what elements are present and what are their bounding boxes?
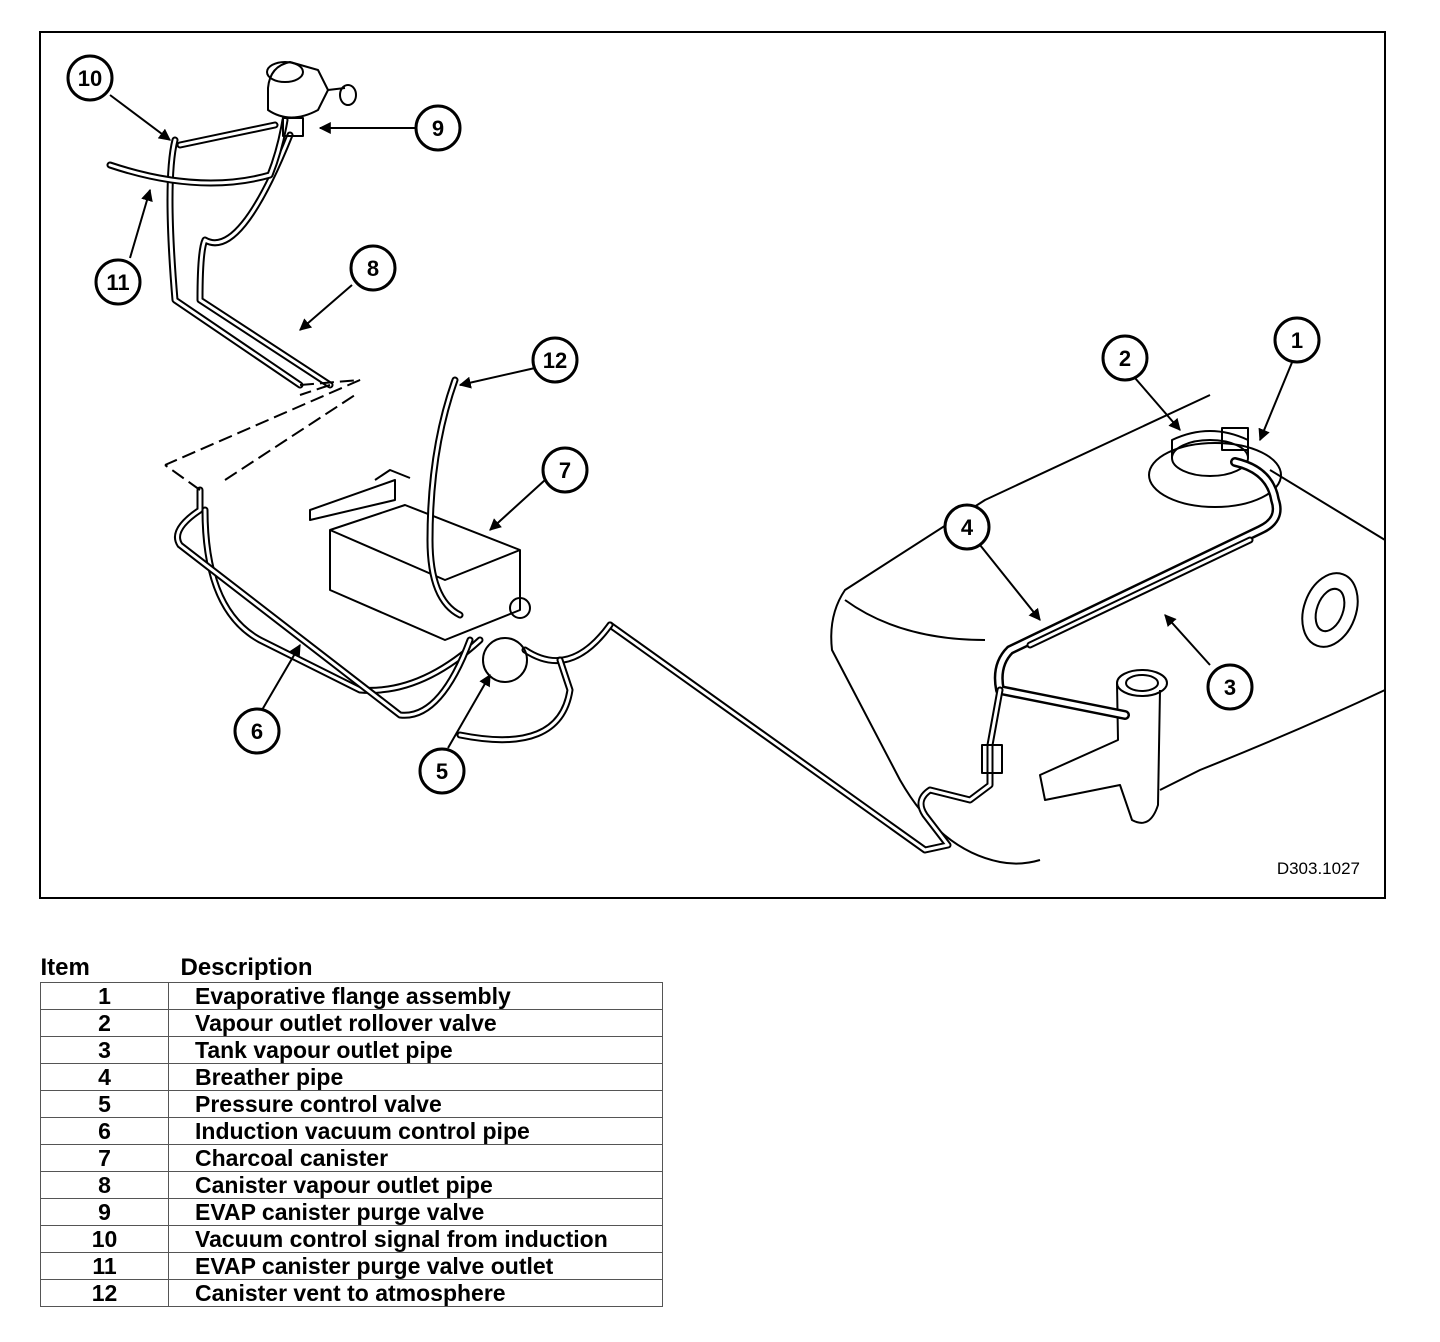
svg-text:1: 1 xyxy=(1291,328,1303,353)
row-item-number: 10 xyxy=(40,1225,169,1253)
row-description: Tank vapour outlet pipe xyxy=(168,1036,663,1064)
figure-code: D303.1027 xyxy=(1277,859,1360,878)
svg-text:2: 2 xyxy=(1119,346,1131,371)
callout-8: 8 xyxy=(349,244,397,292)
row-item-number: 12 xyxy=(40,1279,169,1307)
column-header-item: Item xyxy=(40,954,90,981)
callout-6: 6 xyxy=(233,707,281,755)
callout-11: 11 xyxy=(94,258,142,306)
column-header-description: Description xyxy=(180,954,313,981)
row-item-number: 1 xyxy=(40,982,169,1010)
row-description: Evaporative flange assembly xyxy=(168,982,663,1010)
svg-text:12: 12 xyxy=(543,348,567,373)
row-description: Induction vacuum control pipe xyxy=(168,1117,663,1145)
row-item-number: 8 xyxy=(40,1171,169,1199)
row-description: Vapour outlet rollover valve xyxy=(168,1009,663,1037)
canister-hoses xyxy=(174,376,614,744)
table-header-row: Item Description xyxy=(41,952,663,983)
svg-text:3: 3 xyxy=(1224,675,1236,700)
fuel-tank xyxy=(830,394,1386,865)
row-item-number: 9 xyxy=(40,1198,169,1226)
row-item-number: 2 xyxy=(40,1009,169,1037)
row-description: Breather pipe xyxy=(168,1063,663,1091)
row-item-number: 7 xyxy=(40,1144,169,1172)
svg-text:8: 8 xyxy=(367,256,379,281)
callout-9: 9 xyxy=(414,104,462,152)
row-description: Vacuum control signal from induction xyxy=(168,1225,663,1253)
row-description: Canister vapour outlet pipe xyxy=(168,1171,663,1199)
row-description: Canister vent to atmosphere xyxy=(168,1279,663,1307)
row-item-number: 5 xyxy=(40,1090,169,1118)
callout-4: 4 xyxy=(943,503,991,551)
svg-text:6: 6 xyxy=(251,719,263,744)
row-item-number: 4 xyxy=(40,1063,169,1091)
evap-system-diagram: 1 2 3 4 5 6 7 8 9 10 11 12 D3 xyxy=(39,31,1386,899)
row-item-number: 6 xyxy=(40,1117,169,1145)
row-item-number: 11 xyxy=(40,1252,169,1280)
svg-text:9: 9 xyxy=(432,116,444,141)
callout-10: 10 xyxy=(66,54,114,102)
callout-2: 2 xyxy=(1101,334,1149,382)
callout-1: 1 xyxy=(1273,316,1321,364)
figure-frame xyxy=(39,31,1386,899)
svg-text:10: 10 xyxy=(78,66,102,91)
upper-pipes xyxy=(106,116,361,491)
row-item-number: 3 xyxy=(40,1036,169,1064)
row-description: EVAP canister purge valve xyxy=(168,1198,663,1226)
callout-5: 5 xyxy=(418,747,466,795)
callout-12: 12 xyxy=(531,336,579,384)
purge-valve xyxy=(266,61,357,137)
svg-text:11: 11 xyxy=(106,270,129,295)
callout-3: 3 xyxy=(1206,663,1254,711)
svg-text:7: 7 xyxy=(559,458,571,483)
leader-arrows xyxy=(109,94,1294,749)
svg-text:5: 5 xyxy=(436,759,448,784)
svg-text:4: 4 xyxy=(961,515,974,540)
row-description: Pressure control valve xyxy=(168,1090,663,1118)
tank-pipes xyxy=(606,457,1282,854)
row-description: Charcoal canister xyxy=(168,1144,663,1172)
row-description: EVAP canister purge valve outlet xyxy=(168,1252,663,1280)
callout-7: 7 xyxy=(541,446,589,494)
charcoal-canister xyxy=(309,469,531,641)
